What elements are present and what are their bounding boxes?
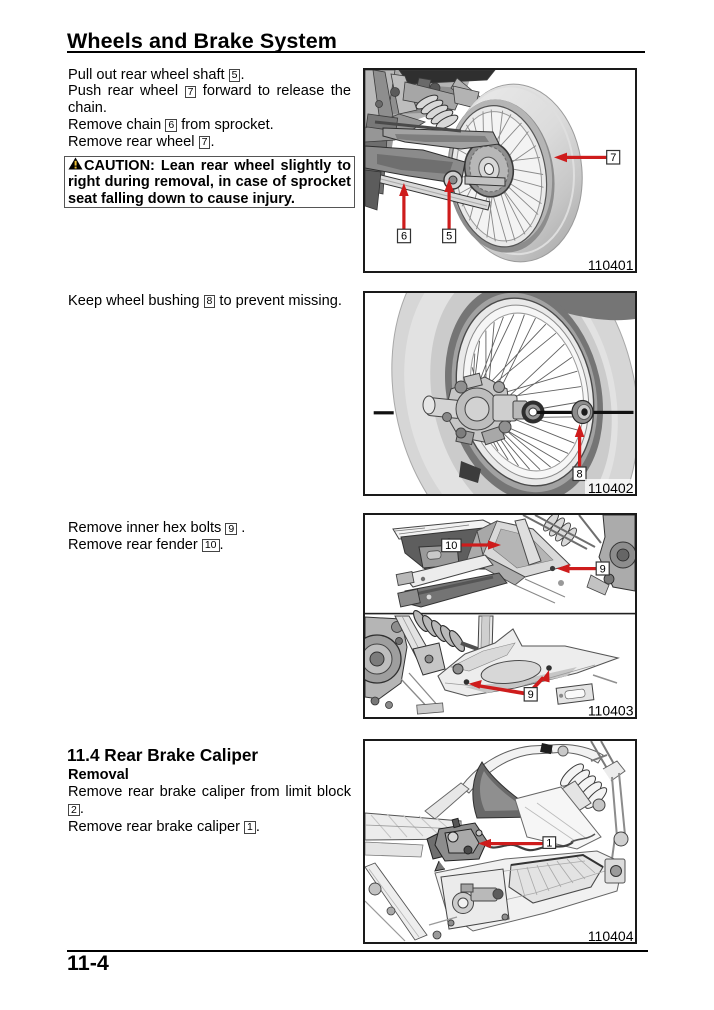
svg-text:8: 8: [577, 469, 583, 481]
svg-text:5: 5: [446, 231, 452, 243]
svg-text:6: 6: [401, 231, 407, 243]
svg-text:110401: 110401: [588, 257, 634, 271]
svg-text:110403: 110403: [588, 703, 634, 718]
svg-text:10: 10: [445, 540, 457, 552]
svg-text:110402: 110402: [588, 480, 634, 494]
svg-text:1: 1: [546, 837, 552, 849]
svg-text:9: 9: [528, 689, 534, 701]
svg-text:9: 9: [600, 563, 606, 575]
svg-text:110404: 110404: [588, 928, 634, 942]
svg-text:7: 7: [610, 152, 616, 164]
